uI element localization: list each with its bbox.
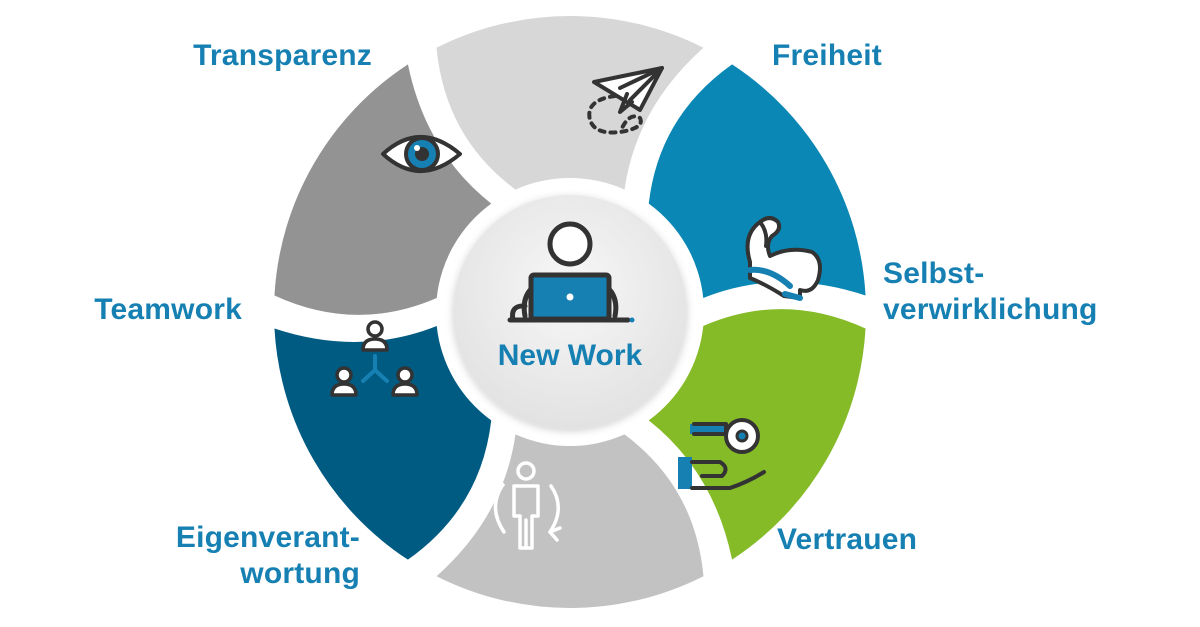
label-eigenverantwortung: Eigenverant- wortung [175, 521, 360, 590]
key-on-hand-icon [678, 418, 766, 490]
label-vertrauen: Vertrauen [777, 523, 918, 556]
segment-eigenverantwortung [274, 326, 492, 560]
eye-icon [381, 135, 462, 173]
paper-plane-icon [587, 66, 664, 135]
segment-vertrauen [436, 434, 704, 608]
segment-teamwork [274, 64, 492, 315]
person-laptop-icon [507, 221, 635, 323]
label-transparenz: Transparenz [193, 39, 372, 72]
center-label: New Work [497, 339, 643, 372]
label-freiheit: Freiheit [772, 39, 882, 72]
label-selbstverwirklichung: Selbst- verwirklichung [883, 257, 1098, 326]
segment-freiheit [648, 64, 866, 298]
segment-transparenz [436, 15, 704, 190]
person-cycle-icon [491, 461, 562, 550]
flexed-arm-icon [745, 216, 822, 301]
team-network-icon [330, 320, 419, 397]
label-teamwork: Teamwork [94, 293, 242, 326]
wheel-segments [274, 15, 866, 608]
